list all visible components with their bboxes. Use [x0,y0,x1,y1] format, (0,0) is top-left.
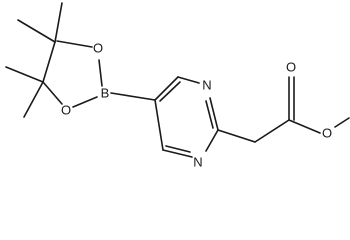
bond-ring-ch2 [217,129,256,143]
bond-ring-3 [209,97,219,131]
bond-methyl-4 [23,81,44,118]
atom-label-o-top: O [93,41,103,56]
bond-ring-4 [205,129,219,152]
bond-ester-methyl [334,117,350,128]
bond-b-o-top [98,59,103,87]
structure-canvas: O O B N N O O [5,2,350,170]
bond-ch2-carbonyl [254,119,290,143]
bond-carbonyl-ester-o [288,119,321,134]
bond-c2-o-bottom [42,81,63,105]
atom-label-nitrogen-bottom: N [193,155,202,170]
bond-methyl-2 [17,19,56,43]
bond-o-top-c1 [56,40,93,48]
atom-label-oxygen-ester: O [322,126,332,141]
bond-c1-c2 [42,41,56,83]
bond-ring-3-double [205,100,214,129]
bond-ring-1 [154,76,179,101]
atom-label-nitrogen-top: N [202,78,211,93]
bond-methyl-3 [5,66,44,83]
bond-ring-2 [177,76,200,84]
bond-ring-1-double [159,81,181,102]
chemical-structure-diagram: O O B N N O O [5,2,350,170]
bond-ring-5 [162,149,193,158]
atom-label-oxygen-carbonyl: O [286,60,296,75]
bond-ring-5-double [165,145,191,153]
bond-b-ring [110,92,156,101]
atom-label-boron: B [101,86,110,101]
bond-o-bottom-b [72,96,98,108]
atom-label-o-bottom: O [61,103,71,118]
bond-methyl-1 [54,2,63,43]
bond-ring-6 [154,99,164,151]
